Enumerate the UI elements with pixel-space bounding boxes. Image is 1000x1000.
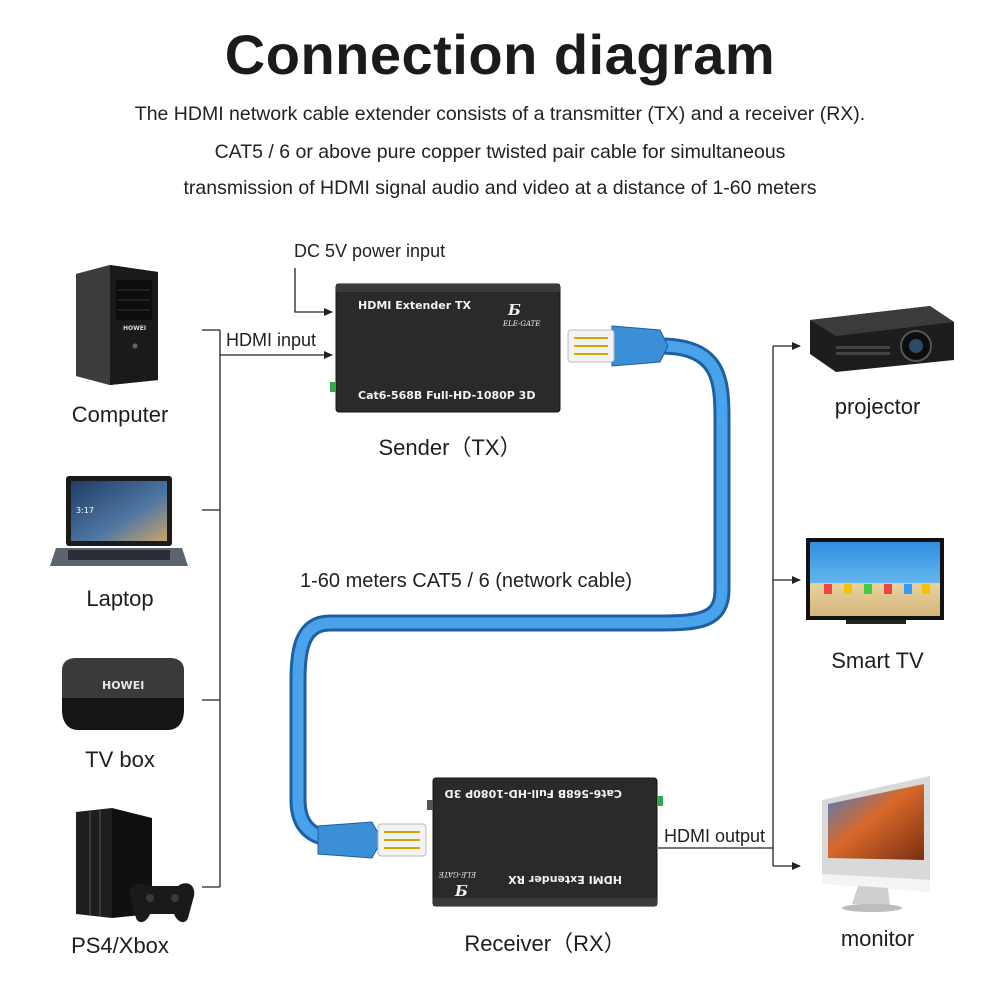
hdmi-input-label: HDMI input (226, 330, 317, 350)
hdmi-output-label: HDMI output (664, 826, 766, 846)
sender-top-text: HDMI Extender TX (358, 299, 471, 312)
display-label-projector: projector (834, 394, 921, 419)
receiver-top-text: Cat6-568B Full-HD-1080P 3D (445, 787, 622, 800)
projector-icon (810, 306, 954, 372)
receiver-caption: Receiver（RX） (464, 931, 626, 956)
svg-text:HOWEI: HOWEI (123, 325, 146, 332)
tv-box-icon: HOWEI (62, 658, 184, 730)
smart-tv-icon (806, 538, 944, 624)
brand-logo-mark-rx: Ƃ (454, 882, 468, 900)
receiver-bottom-text: HDMI Extender RX (508, 873, 622, 886)
display-label-smart-tv: Smart TV (831, 648, 924, 673)
computer-tower-icon: HOWEI (76, 265, 158, 385)
sender-bottom-text: Cat6-568B Full-HD-1080P 3D (358, 389, 535, 402)
sender-box: HDMI Extender TX Cat6-568B Full-HD-1080P… (330, 283, 561, 413)
receiver-logo-text: ELE-GATE (439, 870, 477, 878)
svg-text:3:17: 3:17 (76, 506, 94, 515)
source-label-laptop: Laptop (86, 586, 154, 611)
page-title: Connection diagram (224, 23, 776, 86)
cable-label: 1-60 meters CAT5 / 6 (network cable) (300, 570, 632, 592)
display-bracket-lines (658, 342, 801, 870)
rj45-connector-tx (567, 325, 669, 367)
svg-text:HOWEI: HOWEI (102, 679, 144, 692)
sender-logo-text: ELE-GATE (502, 320, 540, 328)
description-line-2: CAT5 / 6 or above pure copper twisted pa… (214, 141, 786, 163)
game-console-icon (76, 808, 195, 923)
power-input-line (294, 268, 333, 316)
description-line-3: transmission of HDMI signal audio and vi… (183, 177, 817, 199)
network-cable (289, 325, 731, 859)
receiver-box: HDMI Extender RX Cat6-568B Full-HD-1080P… (427, 777, 663, 907)
sender-caption: Sender（TX） (378, 435, 522, 460)
monitor-icon (822, 776, 930, 912)
power-input-label: DC 5V power input (294, 241, 446, 261)
laptop-icon: 3:17 (50, 476, 188, 566)
display-label-monitor: monitor (840, 926, 915, 951)
source-label-tv-box: TV box (85, 747, 155, 772)
rj45-connector-rx (317, 821, 427, 859)
description-line-1: The HDMI network cable extender consists… (134, 103, 866, 125)
source-label-ps4-xbox: PS4/Xbox (71, 933, 169, 958)
source-bracket-lines (202, 329, 333, 888)
brand-logo-mark: Ƃ (507, 301, 521, 319)
source-label-computer: Computer (71, 402, 169, 427)
